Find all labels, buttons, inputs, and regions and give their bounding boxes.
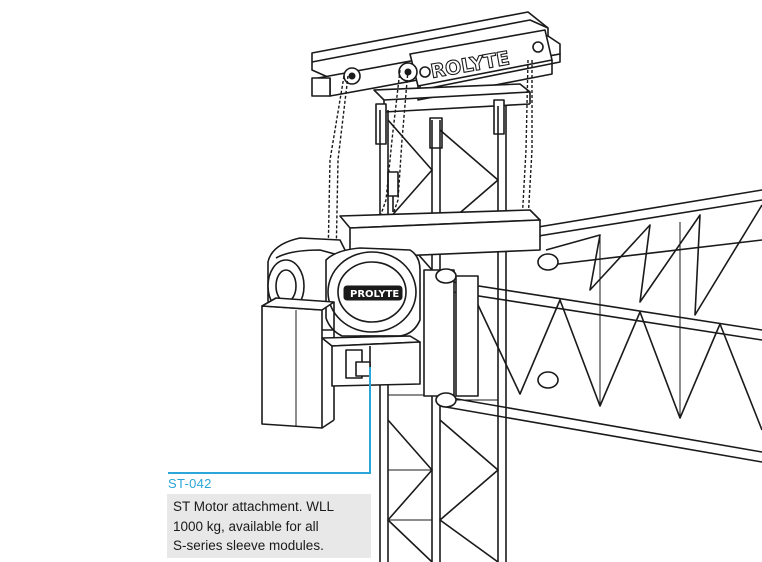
horizontal-truss (439, 189, 762, 463)
hoist-frame-plate (373, 83, 531, 149)
motor-attachment-bracket (321, 335, 421, 387)
part-code: ST-042 (168, 476, 212, 491)
pulley-left (343, 67, 361, 85)
callout-leader-line (168, 367, 371, 474)
caption-box: ST Motor attachment. WLL 1000 kg, availa… (167, 494, 371, 558)
sleeve-block (339, 209, 541, 408)
caption-line-1: ST Motor attachment. WLL (173, 499, 335, 514)
caption-line-2: 1000 kg, available for all (173, 518, 319, 534)
motor-logo-text: PROLYTE (350, 289, 399, 300)
caption-line-3: S-series sleeve modules. (173, 538, 324, 553)
